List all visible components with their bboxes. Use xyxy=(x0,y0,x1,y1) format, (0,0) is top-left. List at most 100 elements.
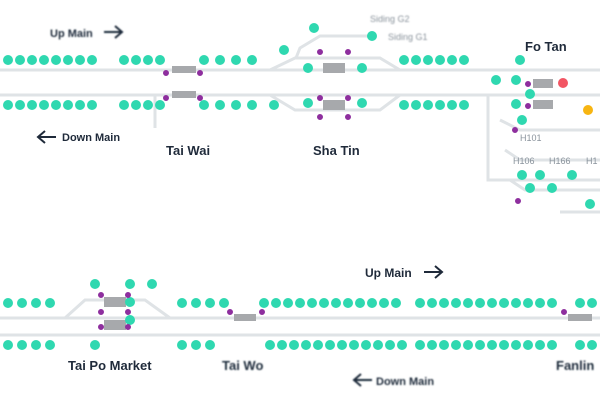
train-occupancy-dot xyxy=(511,75,521,85)
siding-track xyxy=(294,34,375,59)
amber-signal-icon xyxy=(583,105,593,115)
train-occupancy-dot xyxy=(155,55,165,65)
train-occupancy-dot xyxy=(45,298,55,308)
train-occupancy-dot xyxy=(231,55,241,65)
train-occupancy-dot xyxy=(517,170,527,180)
fo-tan-depot-track-1 xyxy=(499,118,600,132)
train-occupancy-dot xyxy=(475,340,485,350)
point-marker-icon xyxy=(197,95,203,101)
train-occupancy-dot xyxy=(271,298,281,308)
train-occupancy-dot xyxy=(487,340,497,350)
train-occupancy-dot xyxy=(199,55,209,65)
train-occupancy-dot xyxy=(475,298,485,308)
train-occupancy-dot xyxy=(177,340,187,350)
train-occupancy-dot xyxy=(355,298,365,308)
train-occupancy-dot xyxy=(15,55,25,65)
train-occupancy-dot xyxy=(15,100,25,110)
point-marker-icon xyxy=(98,292,104,298)
signal-h1-label: H1 xyxy=(586,156,598,166)
point-marker-icon xyxy=(561,309,567,315)
train-occupancy-dot xyxy=(525,183,535,193)
train-occupancy-dot xyxy=(415,298,425,308)
train-occupancy-dot xyxy=(31,340,41,350)
train-occupancy-dot xyxy=(487,298,497,308)
train-occupancy-dot xyxy=(567,170,577,180)
point-marker-icon xyxy=(125,292,131,298)
train-occupancy-dot xyxy=(447,100,457,110)
train-occupancy-dot xyxy=(75,55,85,65)
train-occupancy-dot xyxy=(231,100,241,110)
train-occupancy-dot xyxy=(205,298,215,308)
train-occupancy-dot xyxy=(177,298,187,308)
down-main-label: Down Main xyxy=(62,132,120,144)
train-occupancy-dot xyxy=(87,55,97,65)
train-occupancy-dot xyxy=(357,63,367,73)
train-occupancy-dot xyxy=(427,298,437,308)
train-occupancy-dot xyxy=(397,340,407,350)
train-occupancy-dot xyxy=(575,298,585,308)
train-occupancy-dot xyxy=(27,100,37,110)
train-occupancy-dot xyxy=(90,279,100,289)
arrow-right-icon xyxy=(104,25,124,39)
occupancy-markers-upper xyxy=(3,23,595,209)
point-marker-icon xyxy=(345,95,351,101)
platform-sha-tin-2 xyxy=(323,100,345,110)
train-occupancy-dot xyxy=(303,98,313,108)
direction-down-main-top: Down Main xyxy=(36,130,120,144)
train-occupancy-dot xyxy=(27,55,37,65)
train-occupancy-dot xyxy=(75,100,85,110)
train-occupancy-dot xyxy=(131,55,141,65)
train-occupancy-dot xyxy=(39,100,49,110)
train-occupancy-dot xyxy=(283,298,293,308)
train-occupancy-dot xyxy=(491,75,501,85)
train-occupancy-dot xyxy=(435,55,445,65)
train-occupancy-dot xyxy=(31,298,41,308)
point-marker-icon xyxy=(163,95,169,101)
train-occupancy-dot xyxy=(289,340,299,350)
train-occupancy-dot xyxy=(125,315,135,325)
train-occupancy-dot xyxy=(301,340,311,350)
train-occupancy-dot xyxy=(131,100,141,110)
train-occupancy-dot xyxy=(385,340,395,350)
train-occupancy-dot xyxy=(511,298,521,308)
train-occupancy-dot xyxy=(411,100,421,110)
arrow-left-icon xyxy=(36,130,56,144)
direction-down-main-bottom: Down Main xyxy=(352,373,434,388)
platform-fo-tan-1 xyxy=(533,79,553,88)
point-marker-icon xyxy=(163,70,169,76)
point-marker-icon xyxy=(98,324,104,330)
train-occupancy-dot xyxy=(499,298,509,308)
train-occupancy-dot xyxy=(319,298,329,308)
point-marker-icon xyxy=(317,49,323,55)
train-occupancy-dot xyxy=(427,340,437,350)
train-occupancy-dot xyxy=(523,340,533,350)
platform-tai-po-1 xyxy=(104,297,126,307)
point-marker-icon xyxy=(98,309,104,315)
point-marker-icon xyxy=(259,309,265,315)
train-occupancy-dot xyxy=(423,55,433,65)
train-occupancy-dot xyxy=(373,340,383,350)
platform-fo-tan-2 xyxy=(533,100,553,109)
fo-tan-depot-track-2 xyxy=(504,148,600,162)
train-occupancy-dot xyxy=(379,298,389,308)
train-occupancy-dot xyxy=(247,100,257,110)
train-occupancy-dot xyxy=(535,170,545,180)
train-occupancy-dot xyxy=(459,100,469,110)
train-occupancy-dot xyxy=(517,115,527,125)
train-occupancy-dot xyxy=(45,340,55,350)
train-occupancy-dot xyxy=(147,279,157,289)
train-occupancy-dot xyxy=(63,100,73,110)
train-occupancy-dot xyxy=(265,340,275,350)
train-occupancy-dot xyxy=(119,100,129,110)
train-occupancy-dot xyxy=(511,340,521,350)
point-marker-icon xyxy=(317,114,323,120)
point-marker-icon xyxy=(512,127,518,133)
train-occupancy-dot xyxy=(3,340,13,350)
point-marker-icon xyxy=(525,103,531,109)
fo-tan-branch xyxy=(486,95,600,182)
train-occupancy-dot xyxy=(587,298,597,308)
train-occupancy-dot xyxy=(219,298,229,308)
train-occupancy-dot xyxy=(535,298,545,308)
train-occupancy-dot xyxy=(90,340,100,350)
